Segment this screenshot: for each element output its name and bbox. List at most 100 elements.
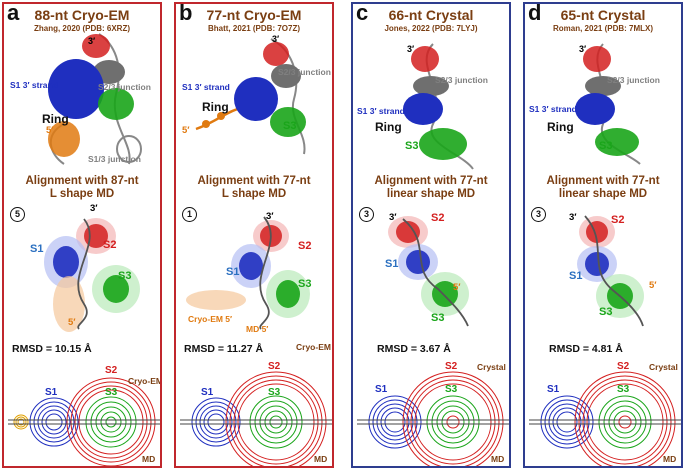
panel-title: 65-nt Crystal <box>560 7 646 23</box>
label-3prime-mid: 3′ <box>90 203 98 214</box>
cluster-number: 1 <box>182 207 197 222</box>
label-ring: Ring <box>42 112 69 126</box>
rmsd-value: RMSD = 11.27 Å <box>184 343 264 355</box>
structure-figure <box>357 43 509 466</box>
panel-c: c 66-nt Crystal Jones, 2022 (PDB: 7LYJ) <box>351 2 511 468</box>
label-s1-3prime-strand: S1 3′ strand <box>529 104 577 114</box>
schematic-md-label: MD <box>142 454 156 464</box>
label-ring: Ring <box>547 120 574 134</box>
label-s3: S3 <box>599 306 613 318</box>
rmsd-value: RMSD = 3.67 Å <box>377 343 451 355</box>
panel-title: 77-nt Cryo-EM <box>206 7 302 23</box>
label-s1: S1 <box>30 243 44 255</box>
rmsd-value: RMSD = 4.81 Å <box>549 343 623 355</box>
label-md-5prime: MD 5′ <box>246 324 269 334</box>
label-s1-3prime-strand: S1 3′ strand <box>10 80 58 90</box>
label-s3: S3 <box>298 278 312 290</box>
schematic-ref-label: Cryo-EM <box>128 376 162 386</box>
label-ring: Ring <box>375 120 402 134</box>
label-3prime: 3′ <box>407 44 415 54</box>
label-s1: S1 <box>226 266 240 278</box>
label-s3: S3 <box>599 140 613 152</box>
top-structure <box>195 38 306 155</box>
circle-schematic <box>529 371 681 466</box>
panel-letter: d <box>528 2 542 25</box>
schematic-s2: S2 <box>268 361 281 372</box>
label-3prime: 3′ <box>88 36 96 46</box>
circle-schematic <box>180 371 332 466</box>
alignment-line2: L shape MD <box>221 188 287 200</box>
top-structure <box>575 43 641 165</box>
mid-structure <box>44 218 140 332</box>
label-s2: S2 <box>103 239 117 251</box>
rmsd-value: RMSD = 10.15 Å <box>12 343 92 355</box>
label-s3: S3 <box>405 140 419 152</box>
label-5prime-mid: 5′ <box>649 280 657 291</box>
panel-title: 88-nt Cryo-EM <box>34 7 130 23</box>
schematic-s1: S1 <box>375 384 388 395</box>
alignment-line2: L shape MD <box>49 188 115 200</box>
label-3prime: 3′ <box>579 44 587 54</box>
label-s2: S2 <box>298 240 312 252</box>
schematic-md-label: MD <box>663 454 677 464</box>
schematic-s3: S3 <box>268 387 281 398</box>
label-3prime-mid: 3′ <box>389 212 397 223</box>
label-ring: Ring <box>202 100 229 114</box>
schematic-md-label: MD <box>491 454 505 464</box>
panel-letter: b <box>179 2 193 25</box>
label-5prime: 5′ <box>182 125 190 136</box>
mid-structure <box>388 216 469 327</box>
schematic-ref-label: Cryo-EM <box>296 342 331 352</box>
alignment-line2: linear shape MD <box>386 188 476 200</box>
label-s2: S2 <box>611 214 625 226</box>
panel-letter: a <box>7 2 20 25</box>
circle-schematic <box>8 377 160 466</box>
schematic-s2: S2 <box>445 361 458 372</box>
label-3prime-mid: 3′ <box>266 211 274 222</box>
panel-b: b 77-nt Cryo-EM Bhatt, 2021 (PDB: 7O7Z) <box>174 2 334 468</box>
panel-d: d 65-nt Crystal Roman, 2021 (PDB: 7MLX) <box>523 2 683 468</box>
alignment-line2: linear shape MD <box>558 188 648 200</box>
label-s3: S3 <box>283 120 297 132</box>
schematic-ref-label: Crystal <box>477 362 506 372</box>
label-s1-3prime-strand: S1 3′ strand <box>182 82 230 92</box>
label-s1-3-junction: S1/3 junction <box>88 154 141 164</box>
alignment-title: Alignment with 87-nt L shape MD <box>4 175 160 201</box>
label-5prime: 5′ <box>46 125 54 136</box>
structure-figure <box>529 43 681 466</box>
label-5prime-mid: 5′ <box>68 317 76 328</box>
alignment-title: Alignment with 77-nt linear shape MD <box>353 175 509 201</box>
alignment-line1: Alignment with 77-nt <box>374 175 488 187</box>
top-structure <box>48 33 142 165</box>
label-3prime-mid: 3′ <box>569 212 577 223</box>
structure-figure <box>180 38 332 466</box>
label-5prime-mid: 5′ <box>453 282 461 293</box>
label-s2-3-junction: S2/3 junction <box>607 75 660 85</box>
panel-subtitle: Roman, 2021 (PDB: 7MLX) <box>552 24 654 33</box>
panel-subtitle: Jones, 2022 (PDB: 7LYJ) <box>384 24 478 33</box>
label-s2-3-junction: S2/3 junction <box>98 82 151 92</box>
mid-structure <box>186 216 310 330</box>
panel-title: 66-nt Crystal <box>388 7 474 23</box>
label-cryo-em-5prime: Cryo-EM 5′ <box>188 314 233 324</box>
schematic-s1: S1 <box>45 387 58 398</box>
alignment-line1: Alignment with 87-nt <box>25 175 139 187</box>
label-s3: S3 <box>431 312 445 324</box>
cluster-number: 3 <box>531 207 546 222</box>
schematic-s2: S2 <box>617 361 630 372</box>
label-s2-3-junction: S2/3 junction <box>435 75 488 85</box>
panel-subtitle: Zhang, 2020 (PDB: 6XRZ) <box>33 24 130 33</box>
alignment-line1: Alignment with 77-nt <box>197 175 311 187</box>
cluster-number: 3 <box>359 207 374 222</box>
label-3prime: 3′ <box>272 34 280 44</box>
schematic-s3: S3 <box>617 384 630 395</box>
schematic-ref-label: Crystal <box>649 362 678 372</box>
label-s1: S1 <box>385 258 399 270</box>
alignment-title: Alignment with 77-nt L shape MD <box>176 175 332 201</box>
label-s1-3prime-strand: S1 3′ strand <box>357 106 405 116</box>
cluster-number: 5 <box>10 207 25 222</box>
alignment-line1: Alignment with 77-nt <box>546 175 660 187</box>
schematic-s1: S1 <box>201 387 214 398</box>
schematic-s1: S1 <box>547 384 560 395</box>
panel-letter: c <box>356 2 369 25</box>
